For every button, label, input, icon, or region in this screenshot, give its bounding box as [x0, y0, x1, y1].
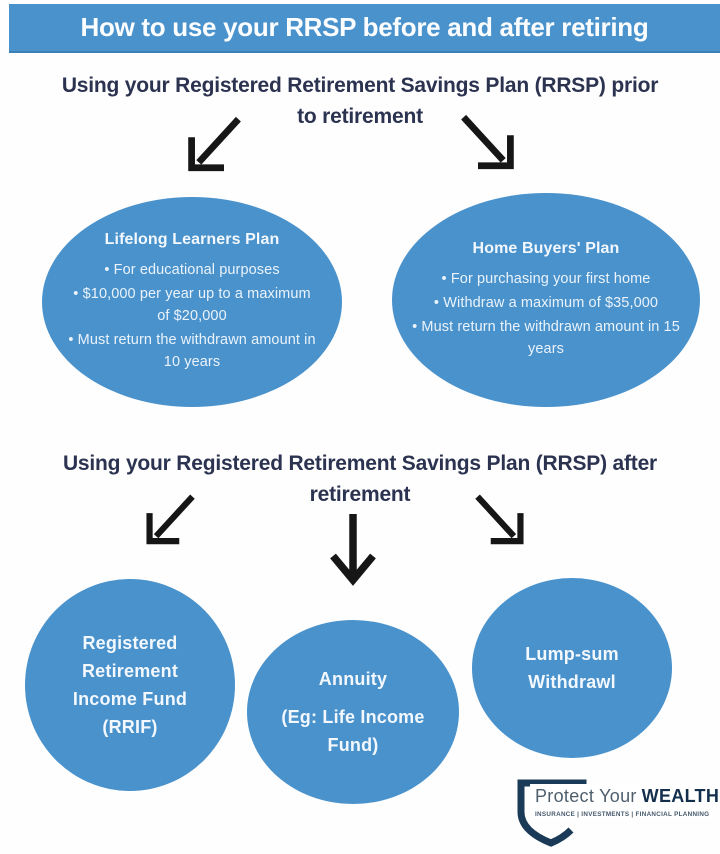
heading-after-line1: Using your Registered Retirement Savings…	[62, 452, 658, 475]
node-title: Home Buyers' Plan	[472, 239, 620, 257]
node-annuity: Annuity (Eg: Life Income Fund)	[247, 620, 459, 804]
node-text: Annuity	[318, 669, 388, 689]
bullet-item: Must return the withdrawn amount in 15 y…	[410, 316, 682, 360]
arrow-down-left-icon	[176, 112, 254, 184]
node-lifelong-learners-plan: Lifelong Learners Plan For educational p…	[42, 197, 342, 407]
heading-prior-line2: to retirement	[297, 105, 423, 128]
logo-tagline: INSURANCE | INVESTMENTS | FINANCIAL PLAN…	[530, 810, 715, 819]
node-text: Lump-sum Withdrawl	[525, 644, 619, 692]
shield-icon	[517, 779, 587, 847]
node-home-buyers-plan: Home Buyers' Plan For purchasing your fi…	[392, 193, 700, 407]
node-title: Lifelong Learners Plan	[104, 230, 280, 248]
node-text: Registered Retirement Income Fund (RRIF)	[72, 633, 188, 737]
arrow-down-right-icon	[464, 490, 534, 556]
node-lump-sum-withdrawal: Lump-sum Withdrawl	[472, 578, 672, 758]
arrow-down-left-icon	[136, 490, 206, 556]
arrow-down-icon	[325, 510, 381, 602]
bullet-item: For purchasing your first home	[442, 268, 651, 290]
bullet-item: Must return the withdrawn amount in 10 y…	[68, 329, 316, 373]
node-rrif: Registered Retirement Income Fund (RRIF)	[25, 579, 235, 791]
heading-after-line2: retirement	[309, 483, 411, 506]
heading-after-retirement: Using your Registered Retirement Savings…	[0, 448, 720, 510]
banner-title: How to use your RRSP before and after re…	[80, 12, 649, 42]
arrow-down-right-icon	[448, 110, 526, 182]
banner: How to use your RRSP before and after re…	[9, 4, 720, 53]
bullet-item: $10,000 per year up to a maximum of $20,…	[68, 283, 316, 327]
node-subtext: (Eg: Life Income Fund)	[281, 707, 425, 755]
bullet-item: For educational purposes	[104, 259, 279, 281]
logo-brand-bold: WEALTH	[641, 786, 720, 806]
heading-prior-retirement: Using your Registered Retirement Savings…	[0, 70, 720, 132]
heading-prior-line1: Using your Registered Retirement Savings…	[61, 74, 659, 97]
bullet-item: Withdraw a maximum of $35,000	[434, 292, 658, 314]
logo-brand-regular: Protect Your	[535, 786, 637, 806]
